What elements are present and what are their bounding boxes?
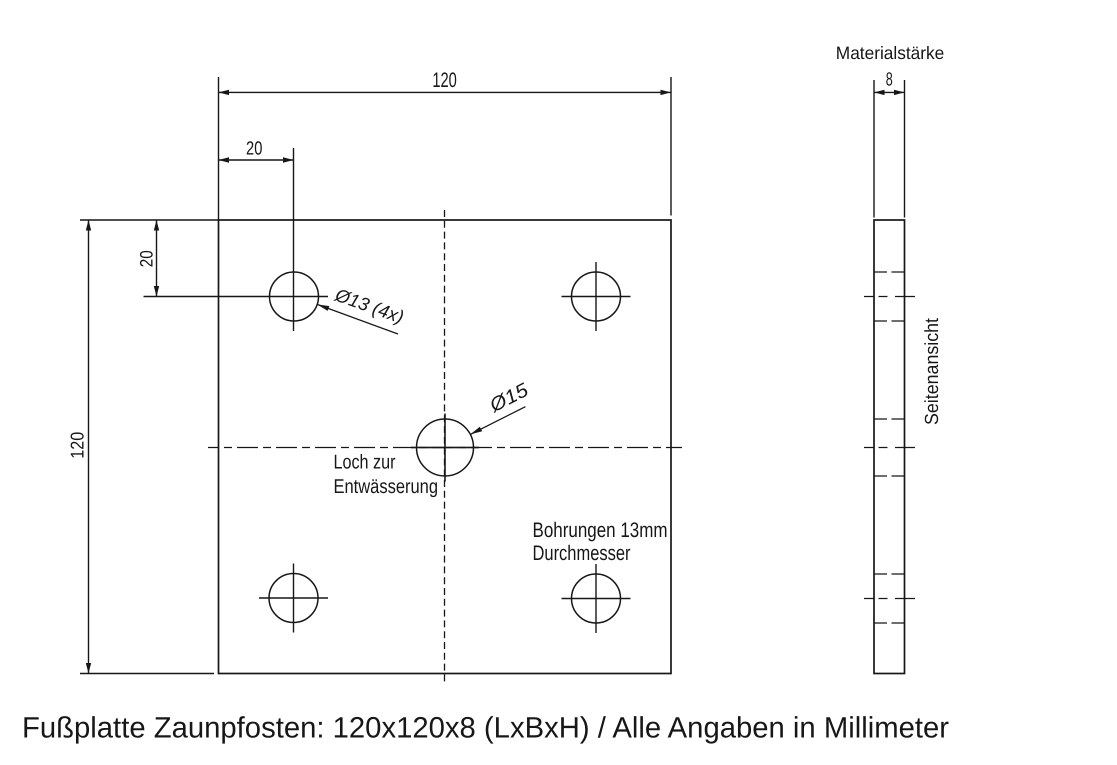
svg-text:120: 120 — [432, 69, 457, 92]
svg-text:Entwässerung: Entwässerung — [334, 476, 439, 498]
svg-text:Ø15: Ø15 — [485, 379, 532, 417]
svg-text:Bohrungen 13mm: Bohrungen 13mm — [533, 519, 668, 542]
svg-text:Materialstärke: Materialstärke — [836, 43, 945, 63]
svg-text:120: 120 — [66, 432, 87, 459]
svg-text:Loch zur: Loch zur — [334, 452, 396, 474]
svg-text:Ø13 (4x): Ø13 (4x) — [332, 284, 407, 328]
svg-text:Durchmesser: Durchmesser — [533, 542, 631, 565]
svg-text:Seitenansicht: Seitenansicht — [922, 317, 943, 425]
svg-text:20: 20 — [246, 139, 262, 160]
svg-text:8: 8 — [886, 70, 893, 91]
svg-text:20: 20 — [136, 250, 156, 267]
svg-text:Fußplatte Zaunpfosten: 120x120: Fußplatte Zaunpfosten: 120x120x8 (LxBxH)… — [22, 712, 949, 745]
